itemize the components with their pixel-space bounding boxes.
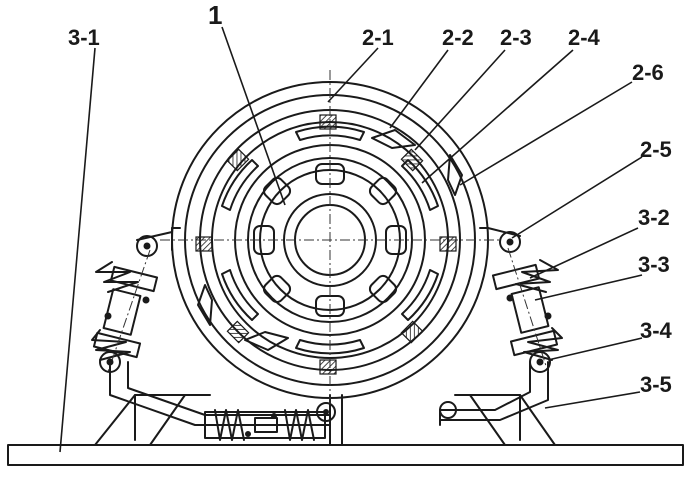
label-2-1: 2-1 [362,25,394,50]
label-3-3: 3-3 [638,252,670,277]
leader-lines [60,27,642,452]
label-1: 1 [208,0,222,30]
label-2-6: 2-6 [632,60,664,85]
left-damper [92,232,172,372]
label-2-3: 2-3 [500,25,532,50]
base-plate [8,445,683,465]
right-damper [488,228,562,372]
label-2-5: 2-5 [640,137,672,162]
label-3-1: 3-1 [68,25,100,50]
label-2-2: 2-2 [442,25,474,50]
label-3-4: 3-4 [640,318,673,343]
label-3-5: 3-5 [640,372,672,397]
label-2-4: 2-4 [568,25,601,50]
label-3-2: 3-2 [638,205,670,230]
bottom-damper [205,403,335,440]
